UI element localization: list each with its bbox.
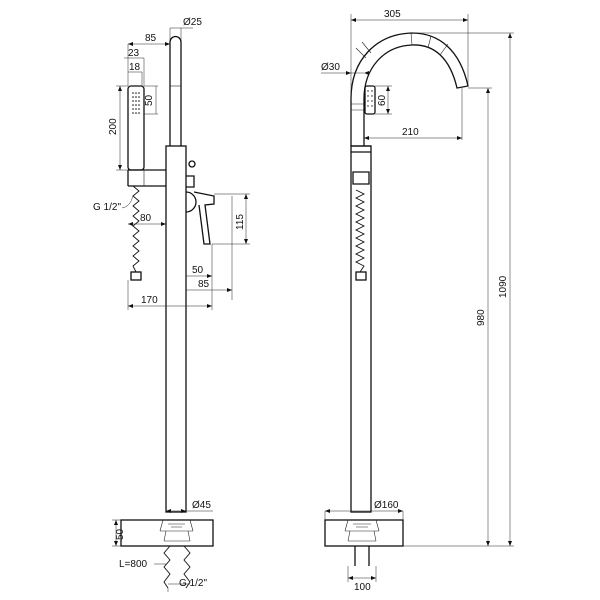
dim-total-width: 170 (141, 295, 158, 306)
dim-handshower-head: 50 (144, 94, 155, 106)
dim-spout-reach-total: 305 (384, 9, 401, 20)
right-base (324, 519, 404, 547)
dim-base-bottom: 100 (354, 582, 371, 593)
spout-rings (351, 103, 364, 111)
left-base (120, 519, 214, 547)
hose-nut (130, 271, 142, 281)
dim-handle-85: 85 (198, 279, 210, 290)
left-hose-2 (183, 545, 191, 589)
dim-handle-50: 50 (192, 265, 204, 276)
dim-bottom-thread: G 1/2" (179, 578, 207, 589)
dim-handle-height: 115 (235, 214, 246, 230)
dim-hose-length: L=800 (119, 559, 148, 570)
left-column (165, 145, 187, 513)
dim-outlet-height: 980 (476, 309, 487, 326)
diverter-knob (188, 160, 196, 168)
right-base-feet (344, 519, 380, 542)
hand-shower (127, 85, 145, 171)
dim-hose-offset: 80 (140, 213, 152, 224)
dim-width-18: 18 (129, 62, 141, 73)
dim-column-diameter: Ø45 (192, 500, 211, 511)
dim-spout-diameter: Ø25 (183, 17, 202, 28)
mixer-body (185, 191, 197, 213)
right-hose (354, 189, 366, 273)
dim-width-85-top: 85 (145, 33, 157, 44)
dim-spout-tube-diameter: Ø30 (321, 62, 340, 73)
dim-total-height: 1090 (498, 275, 509, 298)
right-connector (352, 171, 370, 185)
dim-width-23: 23 (128, 48, 140, 59)
left-base-feet (159, 519, 194, 542)
right-hand-shower (364, 85, 376, 115)
right-view: 305 Ø30 60 210 980 1090 (321, 9, 514, 593)
dim-handshower-length: 200 (108, 118, 119, 135)
left-view: Ø25 85 23 18 50 200 G 1/2" 80 (93, 17, 250, 592)
right-inlet-pipes (354, 546, 370, 566)
hand-shower-holder (127, 169, 166, 187)
dim-inlet-thread: G 1/2" (93, 202, 121, 213)
dim-shower-head: 60 (377, 94, 388, 106)
diverter-body (186, 175, 195, 188)
dim-base-diameter: Ø160 (374, 500, 399, 511)
right-holder (351, 145, 371, 153)
left-hose-1 (163, 545, 171, 589)
hand-shower-hose (132, 185, 140, 273)
dim-base-height: 50 (115, 528, 126, 540)
mixer-handle (193, 191, 215, 245)
hand-shower-spray-face (132, 92, 140, 114)
left-spout-tube (169, 35, 182, 146)
dim-spout-reach: 210 (402, 127, 419, 138)
